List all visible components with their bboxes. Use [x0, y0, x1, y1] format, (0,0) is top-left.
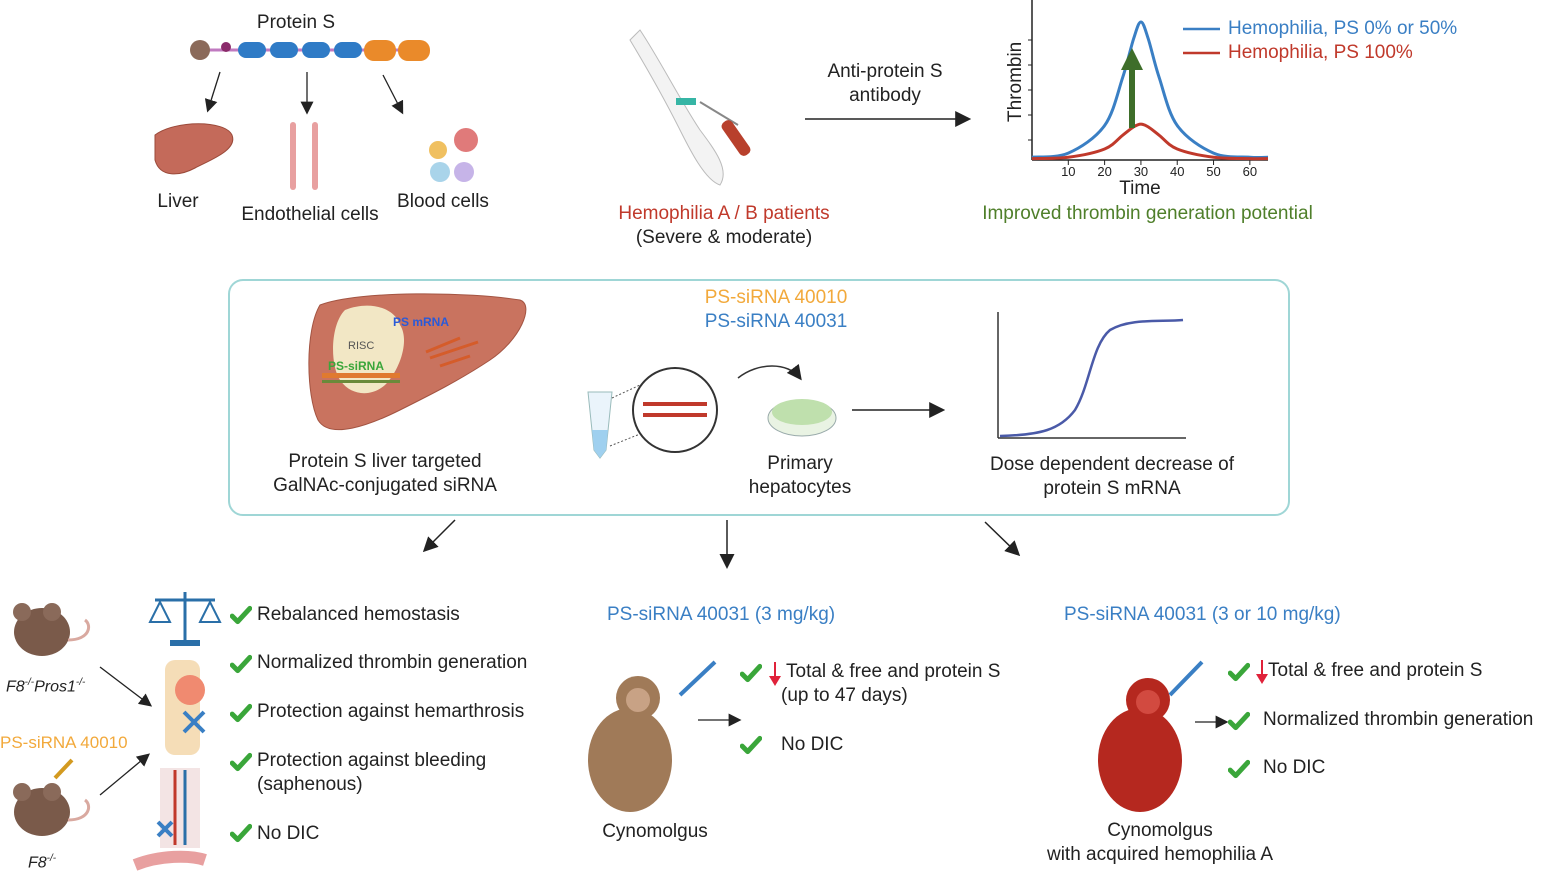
- hepatocytes-label-1: Primary: [767, 453, 833, 474]
- saphenous-leg-icon: [132, 768, 207, 871]
- check-icon: [742, 666, 760, 679]
- result-bleeding: Protection against bleeding: [257, 750, 487, 771]
- hepatocytes-label-2: hepatocytes: [748, 477, 852, 498]
- x-tick-label: 60: [1242, 164, 1258, 179]
- decrease-arrow-icon: [1256, 660, 1268, 684]
- chart-y-label: Thrombin: [1005, 41, 1026, 122]
- decrease-arrow-icon: [769, 662, 781, 686]
- cyno1-result-2: No DIC: [781, 734, 844, 755]
- check-icon: [232, 657, 250, 670]
- legend-label-blue: Hemophilia, PS 0% or 50%: [1228, 18, 1458, 39]
- monkey-icon-hemophilia: [1098, 660, 1204, 812]
- cyno1-title: PS-siRNA 40031 (3 mg/kg): [607, 604, 836, 625]
- blood-cells-icon: [429, 128, 478, 182]
- mouse-sirna-label: PS-siRNA 40010: [0, 733, 128, 752]
- cyno2-label-2: with acquired hemophilia A: [1046, 844, 1274, 865]
- series-line-ps-100: [1031, 122, 1269, 161]
- sirna-duplex-icon: [643, 402, 707, 417]
- chart-x-label: Time: [1119, 178, 1161, 199]
- cyno1-result-1: Total & free and protein S: [786, 661, 1001, 682]
- result-no-dic: No DIC: [257, 823, 320, 844]
- result-normalized-thrombin: Normalized thrombin generation: [257, 652, 528, 673]
- mouse-icon: [13, 603, 90, 656]
- target-endothelial: Endothelial cells: [241, 204, 379, 225]
- series-line-ps-0-50: [1031, 20, 1269, 160]
- sirna-40010-label: PS-siRNA 40010: [704, 287, 848, 308]
- monkey-icon: [588, 660, 717, 812]
- cyno1-result-1b: (up to 47 days): [781, 685, 908, 706]
- check-icon: [232, 608, 250, 621]
- ps-mrna-label: PS mRNA: [393, 315, 450, 329]
- cyno2-result-2: Normalized thrombin generation: [1263, 709, 1534, 730]
- liver-caption-1: Protein S liver targeted: [288, 451, 482, 472]
- cyno2-result-3: No DIC: [1263, 757, 1326, 778]
- sirna-40031-label: PS-siRNA 40031: [704, 311, 848, 332]
- patients-label: Hemophilia A / B patients: [618, 203, 830, 224]
- check-icon: [232, 755, 250, 768]
- target-liver: Liver: [157, 191, 199, 212]
- liver-large-icon: [308, 293, 527, 430]
- result-bleeding-saphenous: (saphenous): [257, 774, 363, 795]
- tube-icon: [587, 391, 613, 459]
- legend-label-red: Hemophilia, PS 100%: [1228, 42, 1413, 63]
- check-icon: [1230, 762, 1248, 775]
- result-hemarthrosis: Protection against hemarthrosis: [257, 701, 525, 722]
- dose-label-1: Dose dependent decrease of: [989, 454, 1234, 475]
- thrombin-chart: [1028, 0, 1269, 165]
- culture-dish-icon: [767, 399, 837, 437]
- protein-s-title: Protein S: [256, 12, 336, 33]
- liver-icon: [154, 123, 234, 175]
- antibody-label-1: Anti-protein S: [827, 61, 943, 82]
- check-icon: [742, 738, 760, 751]
- genotype-f8: F8-/-: [28, 853, 57, 872]
- protein-s-structure: [190, 40, 430, 61]
- x-tick-label: 10: [1061, 164, 1076, 179]
- cyno1-label: Cynomolgus: [602, 821, 708, 842]
- sirna-box: [228, 279, 1290, 516]
- chart-caption: Improved thrombin generation potential: [982, 203, 1313, 224]
- liver-caption-2: GalNAc-conjugated siRNA: [273, 475, 497, 496]
- ps-sirna-label: PS-siRNA: [328, 359, 385, 373]
- result-rebalanced: Rebalanced hemostasis: [257, 604, 460, 625]
- x-tick-label: 30: [1133, 164, 1149, 179]
- cyno2-result-1: Total & free and protein S: [1268, 660, 1483, 681]
- balance-scale-icon: [148, 592, 222, 646]
- check-icon: [1230, 714, 1248, 727]
- x-tick-label: 50: [1206, 164, 1221, 179]
- check-icon: [1230, 665, 1248, 678]
- patients-sublabel: (Severe & moderate): [635, 227, 813, 248]
- x-tick-label: 40: [1169, 164, 1185, 179]
- sirna-zoom-circle: [632, 367, 718, 453]
- antibody-label-2: antibody: [849, 85, 921, 106]
- check-icon: [232, 826, 250, 839]
- genotype-f8-pros1: F8-/-Pros1-/-: [6, 677, 86, 696]
- arm-blood-draw-icon: [629, 29, 751, 186]
- knee-joint-icon: [165, 660, 206, 755]
- risc-label: RISC: [348, 340, 375, 352]
- x-tick-label: 20: [1097, 164, 1112, 179]
- check-icon: [232, 706, 250, 719]
- cyno2-title: PS-siRNA 40031 (3 or 10 mg/kg): [1064, 604, 1341, 625]
- endothelial-cells-icon: [290, 122, 318, 190]
- mouse-icon-treated: [13, 758, 90, 836]
- target-blood-cells: Blood cells: [397, 191, 489, 212]
- cyno2-label-1: Cynomolgus: [1107, 820, 1213, 841]
- dose-response-chart: [997, 312, 1186, 439]
- dose-label-2: protein S mRNA: [1043, 478, 1181, 499]
